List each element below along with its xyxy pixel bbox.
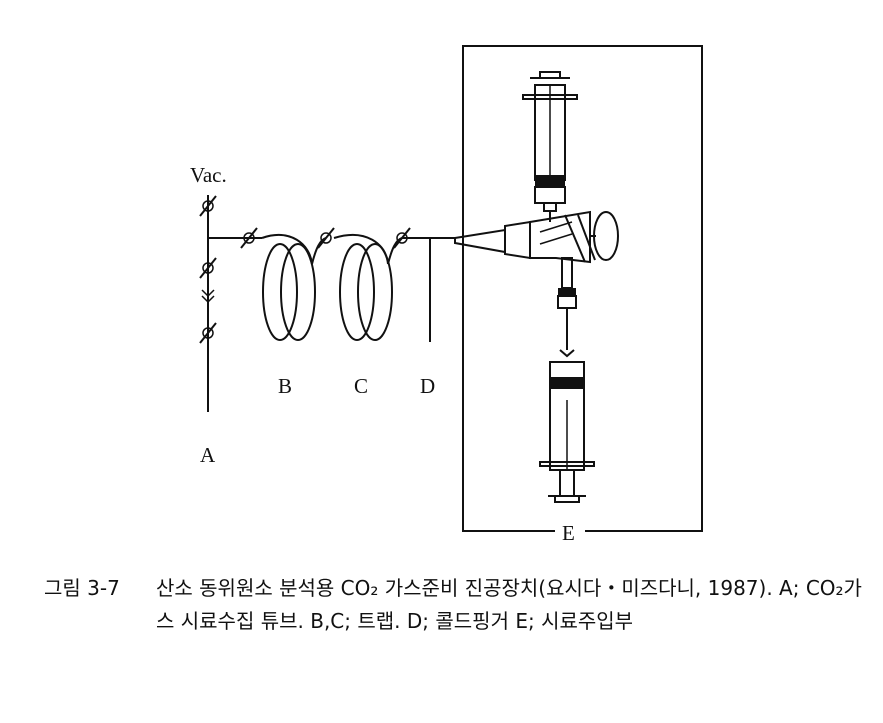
valve-a1 (199, 195, 217, 217)
valve-a2 (199, 257, 217, 279)
joint-a (201, 289, 215, 304)
figure-caption-text: 산소 동위원소 분석용 CO₂ 가스준비 진공장치(요시다・미즈다니, 1987… (156, 576, 862, 633)
label-c: C (354, 374, 368, 398)
label-vac: Vac. (190, 163, 227, 187)
valve-a3 (199, 322, 217, 344)
figure-number: 그림 3-7 (44, 576, 120, 600)
valve-b-c (317, 227, 335, 249)
label-a: A (200, 443, 216, 467)
sample-injection-box-e (462, 45, 703, 532)
lower-port (557, 257, 577, 350)
valve-b-inlet (240, 227, 258, 249)
vacuum-apparatus-diagram: Vac. A B (190, 45, 703, 545)
stopcock-knob (593, 211, 619, 261)
label-d: D (420, 374, 435, 398)
tapered-joint (454, 220, 531, 260)
figure-caption: 그림 3-7 산소 동위원소 분석용 CO₂ 가스준비 진공장치(요시다・미즈다… (44, 572, 874, 638)
trap-c (333, 233, 403, 341)
label-e: E (562, 521, 575, 545)
trap-b (261, 233, 327, 341)
upper-syringe (522, 71, 578, 222)
lower-syringe (539, 349, 595, 503)
sample-collection-tube-a (199, 195, 217, 412)
label-b: B (278, 374, 292, 398)
three-way-stopcock (529, 210, 619, 264)
